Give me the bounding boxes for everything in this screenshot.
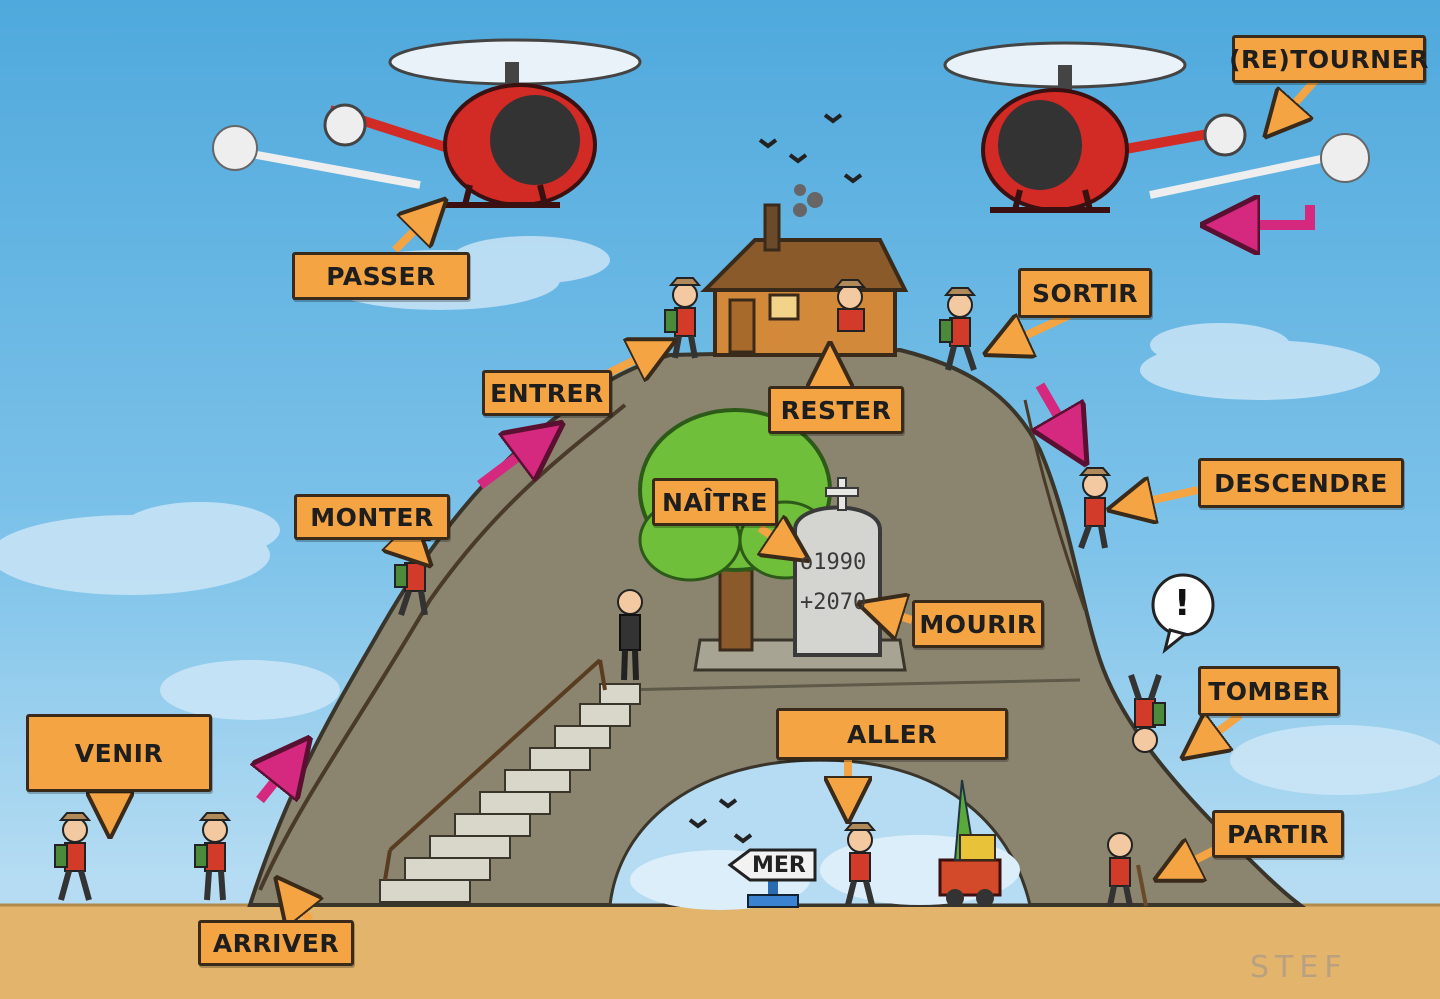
label-arriver: ARRIVER [198, 920, 354, 966]
label-tomber: TOMBER [1198, 666, 1340, 716]
cart [938, 779, 1002, 907]
hiker-descendre [1078, 467, 1112, 550]
arrow-magenta-descent [1040, 382, 1072, 440]
tombstone-birth: o1990 [800, 550, 867, 575]
arrow-partir [1175, 850, 1217, 870]
label-aller: ALLER [776, 708, 1008, 760]
stairs [379, 683, 641, 903]
helicopter-left [212, 38, 642, 208]
hiker-arriver [194, 812, 232, 901]
hiker-sortir [939, 287, 977, 371]
label-partir: PARTIR [1212, 810, 1344, 858]
artist-signature: STEF [1250, 950, 1348, 985]
label-sortir: SORTIR [1018, 268, 1152, 318]
hiker-partir [1107, 832, 1148, 907]
hiker-venir [54, 812, 92, 901]
arrow-magenta-ground [260, 760, 292, 804]
arrow-sortir [1005, 311, 1072, 345]
arrow-naitre [760, 528, 790, 548]
exclamation-text: ! [1174, 583, 1191, 624]
label-monter: MONTER [294, 494, 450, 540]
hiker-rester [833, 279, 867, 332]
label-venir: VENIR [26, 714, 212, 792]
label-passer: PASSER [292, 252, 470, 300]
figure-mourir [617, 589, 643, 681]
ground [0, 905, 1440, 999]
label-descendre: DESCENDRE [1198, 458, 1404, 508]
sea-sign [727, 848, 817, 908]
label-retourner: (RE)TOURNER [1229, 35, 1428, 83]
arrow-mourir [880, 610, 914, 620]
hiker-aller [843, 822, 877, 906]
arrow-tomber [1200, 715, 1243, 745]
label-mourir: MOURIR [912, 600, 1044, 648]
arrow-magenta-return [1230, 205, 1315, 225]
smoke [793, 184, 823, 217]
hiker-entrer [664, 277, 702, 359]
birds [688, 113, 863, 844]
arrow-arriver [290, 895, 310, 920]
cabin [700, 203, 909, 357]
hiker-tomber [1128, 674, 1166, 753]
exclamation-bubble [1151, 573, 1215, 654]
helicopter-right [943, 41, 1370, 213]
magenta-arrows [260, 205, 1315, 804]
sea-sign-text: MER [752, 853, 806, 878]
arrow-magenta-rope [477, 440, 540, 489]
arrow-descendre [1130, 490, 1199, 505]
label-rester: RESTER [768, 386, 904, 434]
mountain [247, 347, 1306, 907]
arrow-entrer [603, 350, 655, 375]
tombstone-death: +2070 [800, 590, 867, 615]
label-naitre: NAÎTRE [652, 478, 778, 526]
label-entrer: ENTRER [482, 370, 612, 416]
arrow-passer [392, 215, 430, 253]
